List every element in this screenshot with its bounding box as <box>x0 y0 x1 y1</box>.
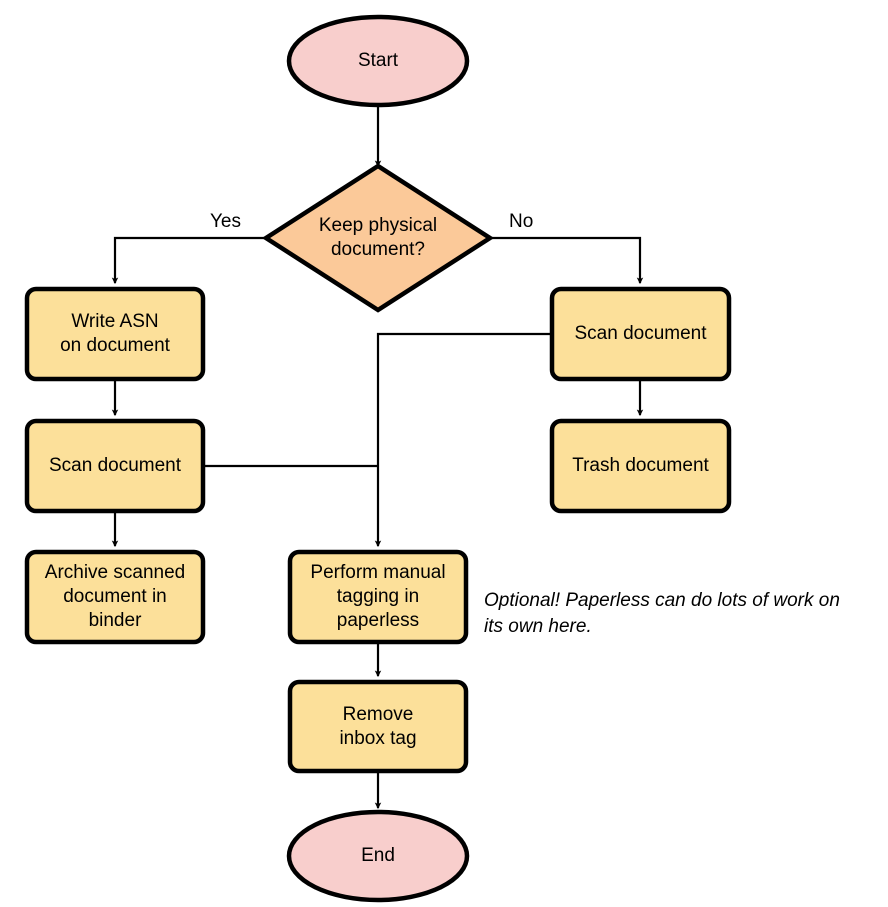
edge-scan-right-to-manual-tagging <box>374 332 552 548</box>
edge-decision-yes-to-write-asn <box>111 236 266 285</box>
node-archive[interactable] <box>27 552 203 642</box>
node-scan-right-shape[interactable] <box>549 286 732 382</box>
node-trash[interactable] <box>552 421 729 511</box>
node-scan-left-shape[interactable] <box>24 418 206 514</box>
node-write-asn-shape[interactable] <box>24 286 206 382</box>
optional-note: Optional! Paperless can do lots of work … <box>484 590 840 637</box>
node-manual-tagging-shape[interactable] <box>287 549 469 645</box>
node-end-shape[interactable] <box>286 809 470 903</box>
node-scan-left[interactable] <box>27 421 203 511</box>
node-remove-inbox[interactable] <box>290 682 466 771</box>
node-remove-inbox-shape[interactable] <box>287 679 469 774</box>
node-archive-shape[interactable] <box>24 549 206 645</box>
node-scan-right[interactable] <box>552 289 729 379</box>
node-decision[interactable] <box>266 166 490 310</box>
node-end[interactable] <box>289 812 467 900</box>
node-write-asn[interactable] <box>27 289 203 379</box>
node-start-shape[interactable] <box>286 14 470 108</box>
edge-label-yes: Yes <box>210 211 241 232</box>
edge-decision-no-to-scan-right <box>490 236 644 285</box>
node-decision-shape[interactable] <box>261 163 495 313</box>
node-trash-shape[interactable] <box>549 418 732 514</box>
node-manual-tagging[interactable] <box>290 552 466 642</box>
node-start[interactable] <box>289 17 467 105</box>
edge-label-no: No <box>509 211 534 232</box>
